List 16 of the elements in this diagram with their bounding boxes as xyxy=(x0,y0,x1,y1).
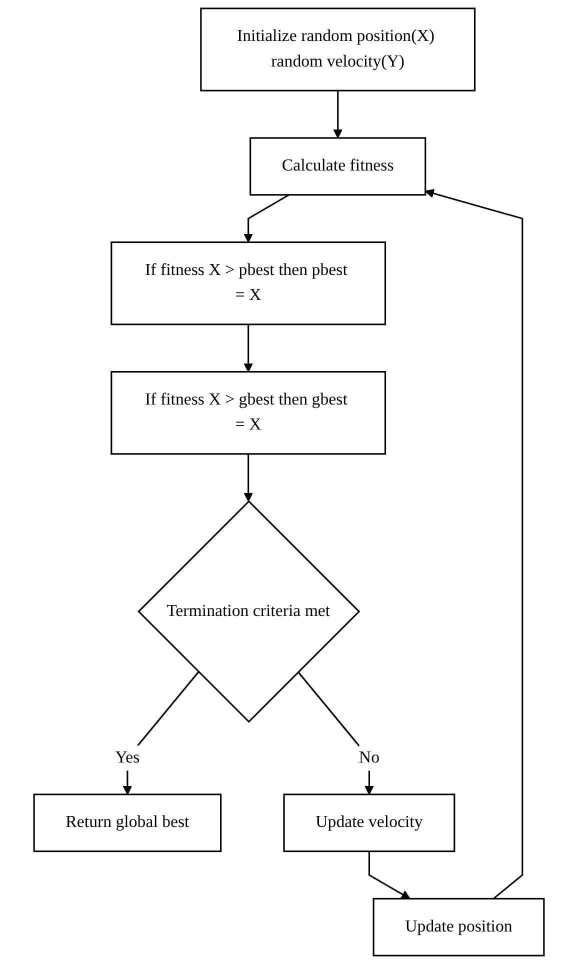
arrow xyxy=(244,194,290,243)
node-box: Update velocity xyxy=(283,794,456,852)
arrow xyxy=(333,90,342,138)
arrow xyxy=(244,454,253,502)
arrow xyxy=(244,324,253,372)
node-box: Update position xyxy=(372,898,545,956)
edge-label: No xyxy=(358,748,380,767)
node-box: Initialize random position(X) random velocity(Y) xyxy=(200,8,476,92)
arrow xyxy=(424,188,524,900)
node-box: If fitness X > gbest then gbest = X xyxy=(110,371,386,455)
arrow xyxy=(368,851,410,900)
node-box: If fitness X > pbest then pbest = X xyxy=(110,241,386,326)
node-box: Calculate fitness xyxy=(250,137,426,196)
edge-label: Yes xyxy=(115,748,140,767)
node-diamond: Termination criteria met xyxy=(138,500,360,723)
node-box: Return global best xyxy=(33,794,222,852)
